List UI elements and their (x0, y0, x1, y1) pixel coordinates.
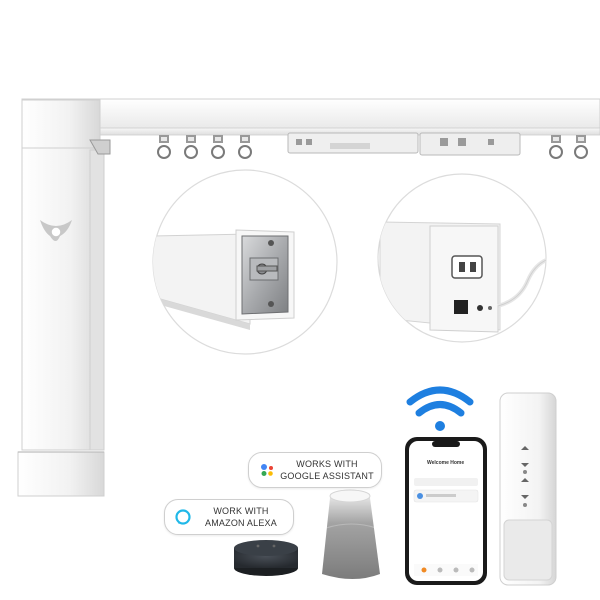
amazon-alexa-badge: WORK WITH AMAZON ALEXA (164, 499, 294, 535)
alexa-badge-line1: WORK WITH (213, 506, 269, 516)
google-badge-text: WORKS WITH GOOGLE ASSISTANT (279, 458, 375, 482)
master-carriers (287, 132, 521, 156)
detail-circle-track-end (152, 169, 338, 355)
phone-screen-title: Welcome Home (427, 460, 465, 466)
remote-control (499, 392, 557, 586)
alexa-badge-text: WORK WITH AMAZON ALEXA (195, 505, 287, 529)
detail-circle-motor-ports (377, 173, 547, 343)
alexa-icon (175, 509, 191, 525)
brand-logo-icon (40, 220, 72, 241)
google-assistant-icon (261, 464, 273, 476)
curtain-motor (17, 99, 111, 497)
google-home-speaker (322, 489, 380, 579)
alexa-badge-line2: AMAZON ALEXA (205, 518, 277, 528)
google-assistant-badge: WORKS WITH GOOGLE ASSISTANT (248, 452, 382, 488)
google-badge-line2: GOOGLE ASSISTANT (280, 471, 374, 481)
curtain-track (21, 98, 600, 136)
curtain-hooks (157, 135, 588, 159)
google-badge-line1: WORKS WITH (296, 459, 358, 469)
smartphone (405, 437, 487, 585)
wifi-icon (406, 386, 474, 431)
echo-dot-speaker (234, 540, 298, 576)
